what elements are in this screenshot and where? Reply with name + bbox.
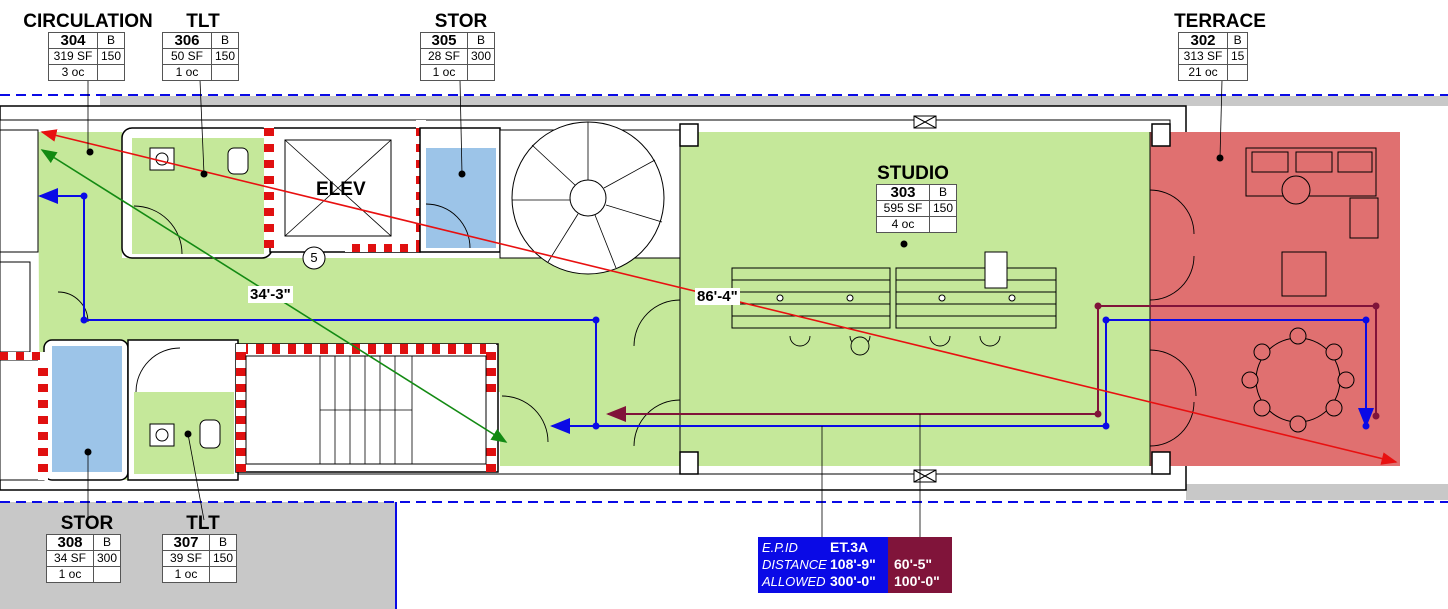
egress-tag-blue: E.P.ID ET.3A DISTANCE 108'-9" ALLOWED 30…: [758, 537, 888, 593]
room-name: STOR: [60, 513, 114, 534]
room-name: TERRACE: [1174, 11, 1266, 32]
elevator-wall-bottom-hatch: [345, 244, 425, 252]
room-area: 319 SF: [48, 48, 98, 65]
room-occupants: 21 oc: [1178, 64, 1228, 81]
room-number: 307: [162, 534, 210, 551]
room-area: 595 SF: [876, 200, 930, 217]
gray-band-bottom: [1186, 484, 1448, 500]
room-code: B: [210, 32, 240, 49]
allowed-blue-value: 300'-0": [830, 573, 876, 589]
room-number: 303: [876, 184, 930, 201]
room-code: B: [466, 32, 496, 49]
egress-tag-maroon: 60'-5" 100'-0": [888, 537, 952, 593]
dimension-red: 86'-4": [695, 288, 740, 305]
left-lower-room: [0, 261, 31, 353]
room-area: 39 SF: [162, 550, 210, 567]
room-number: 305: [420, 32, 468, 49]
room-factor: 300: [92, 550, 122, 567]
stair-hatch-top: [240, 344, 496, 354]
allowed-maroon-value: 100'-0": [894, 573, 940, 589]
left-edge-room: [0, 129, 39, 253]
room-code: B: [1226, 32, 1249, 49]
room-number: 302: [1178, 32, 1228, 49]
elevator-label: ELEV: [316, 179, 366, 200]
stair-hatch-right-low: [486, 440, 496, 472]
gray-band-top: [100, 96, 1448, 106]
distance-maroon-value: 60'-5": [894, 556, 932, 572]
room-name: STOR: [434, 11, 488, 32]
egress-path-tag: E.P.ID ET.3A DISTANCE 108'-9" ALLOWED 30…: [758, 537, 952, 593]
stair-hatch-left: [236, 344, 246, 472]
left-shaft-hatch-top: [0, 352, 48, 360]
allowed-label: ALLOWED: [762, 574, 826, 589]
room-code: B: [928, 184, 958, 201]
tag-leaders: [87, 79, 1223, 521]
room-factor: 300: [466, 48, 496, 65]
room-code: B: [96, 32, 126, 49]
distance-blue-value: 108'-9": [830, 556, 876, 572]
room-name: CIRCULATION: [23, 11, 153, 32]
room-occupants: 1 oc: [162, 64, 212, 81]
room-name: TLT: [186, 11, 220, 32]
distance-label: DISTANCE: [762, 557, 827, 572]
room-factor: 150: [928, 200, 958, 217]
ep-id-label: E.P.ID: [762, 540, 798, 555]
marker-circle: [302, 246, 326, 270]
spiral-stair-core: [569, 179, 607, 217]
room-code: B: [92, 534, 122, 551]
room-occupants: 4 oc: [876, 216, 930, 233]
marker-label: 5: [310, 250, 318, 265]
room-number: 306: [162, 32, 212, 49]
room-occupants: 1 oc: [46, 566, 94, 583]
tag-dots: [84, 148, 1224, 456]
room-area: 28 SF: [420, 48, 468, 65]
stair-hatch-right: [486, 344, 496, 394]
room-factor: 15: [1226, 48, 1249, 65]
room-name: TLT: [186, 513, 220, 534]
stor-305-floor: [426, 148, 496, 248]
room-occupants: 1 oc: [162, 566, 210, 583]
vents: [913, 115, 937, 483]
room-number: 304: [48, 32, 98, 49]
room-name: STUDIO: [877, 163, 949, 184]
room-number: 308: [46, 534, 94, 551]
room-area: 313 SF: [1178, 48, 1228, 65]
ep-id-value: ET.3A: [830, 539, 869, 555]
room-occupants: 3 oc: [48, 64, 98, 81]
room-factor: 150: [210, 48, 240, 65]
left-shaft: [0, 359, 45, 481]
room-factor: 150: [96, 48, 126, 65]
room-code: B: [208, 534, 238, 551]
room-area: 50 SF: [162, 48, 212, 65]
room-occupants: 1 oc: [420, 64, 468, 81]
room-area: 34 SF: [46, 550, 94, 567]
dimension-green: 34'-3": [248, 286, 293, 303]
left-shaft-hatch: [38, 352, 48, 480]
room-factor: 150: [208, 550, 238, 567]
